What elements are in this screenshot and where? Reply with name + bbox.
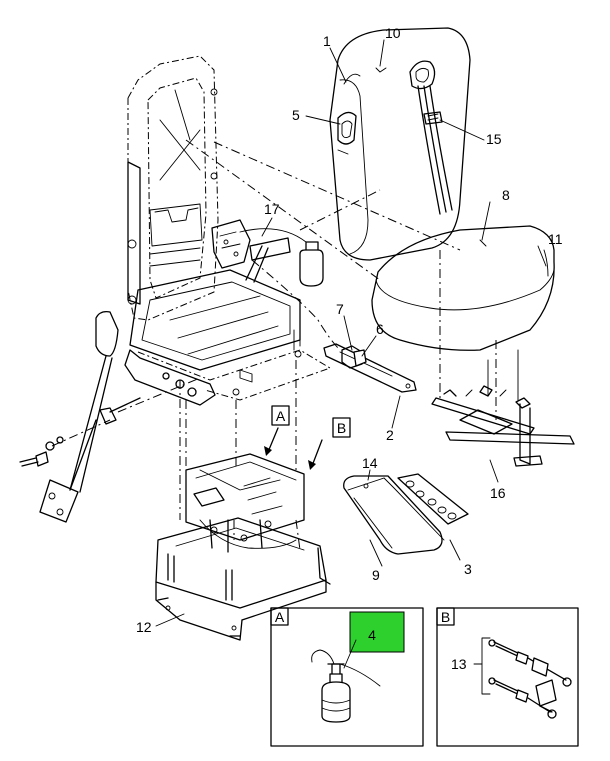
callout-14: 14 [362,455,378,471]
detail-view-a: A 4 [270,607,424,747]
callout-15: 15 [486,131,502,147]
detail-view-b: B [436,607,579,747]
callout-17: 17 [264,201,280,217]
callout-labels: 1 10 5 15 8 11 17 7 6 2 14 16 3 9 12 13 [136,25,563,672]
seat-back-cushion [329,27,471,261]
armrest-pad [343,473,469,555]
callout-6: 6 [376,321,384,337]
adjust-handle [323,343,417,393]
seat-pan-frame [124,269,332,406]
view-reference-a: A [271,405,290,426]
callout-2: 2 [386,427,394,443]
callout-9: 9 [372,567,380,583]
callout-11: 11 [548,231,563,247]
callout-10: 10 [385,25,401,41]
svg-text:A: A [276,408,286,424]
leader-lines [155,39,547,627]
seat-rails [431,349,575,467]
assembly-lines [179,139,497,551]
pump-hose-assembly [211,219,341,351]
detail-b-letter: B [441,609,450,625]
callout-7: 7 [336,301,344,317]
seat-cushion [371,225,555,351]
callout-1: 1 [323,33,331,49]
callout-5: 5 [292,107,300,123]
callout-16: 16 [490,485,506,501]
suspension-base [155,453,331,641]
callout-12: 12 [136,619,152,635]
armrest-assembly [19,310,201,523]
view-reference-b: B [332,417,351,438]
detail-a-letter: A [275,609,285,625]
seat-back-frame [127,55,219,321]
item-4-highlight [349,611,405,653]
callout-3: 3 [464,561,472,577]
svg-text:B: B [337,420,346,436]
callout-13: 13 [451,656,467,672]
callout-4: 4 [368,627,376,643]
callout-8: 8 [502,187,510,203]
